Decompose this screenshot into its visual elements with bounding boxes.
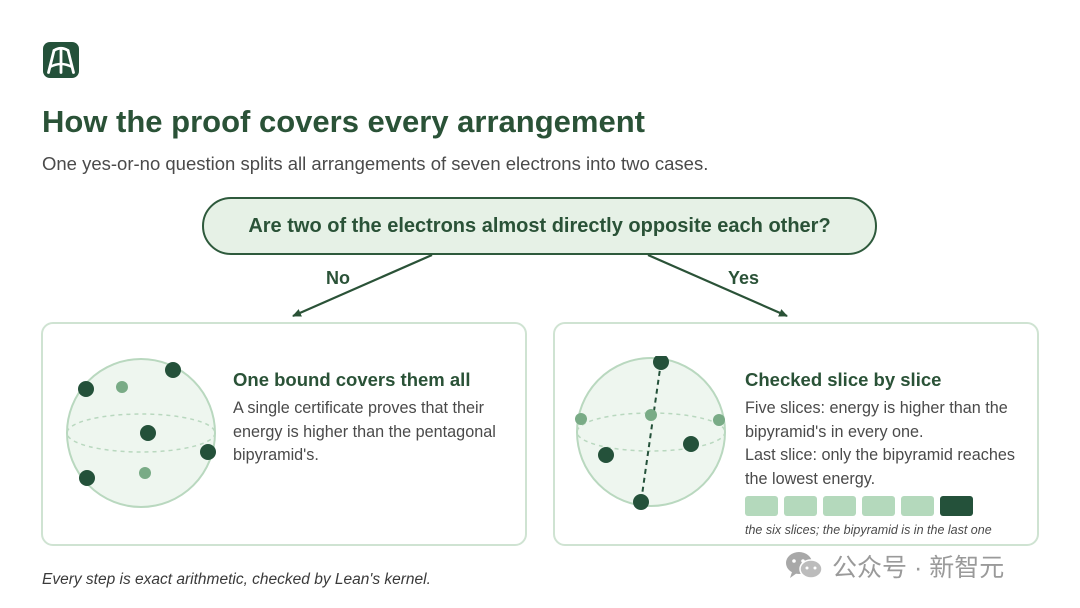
yes-case-text: Five slices: energy is higher than the b…: [745, 397, 1025, 491]
electron-dot: [78, 381, 94, 397]
slice-block: [784, 496, 817, 516]
no-branch-arrow: [292, 253, 433, 318]
electron-dot: [653, 356, 669, 370]
no-case-text: A single certificate proves that their e…: [233, 399, 496, 464]
no-branch-label: No: [326, 268, 350, 288]
electron-dot: [139, 467, 151, 479]
slice-block: [901, 496, 934, 516]
no-case-heading: One bound covers them all: [233, 369, 471, 390]
slice-block: [823, 496, 856, 516]
page-title: How the proof covers every arrangement: [42, 104, 645, 139]
electron-dot: [633, 494, 649, 510]
slice-block: [745, 496, 778, 516]
brand-logo-icon: [43, 42, 79, 78]
electron-dot: [79, 470, 95, 486]
electron-dot: [200, 444, 216, 460]
bipyramid-sphere-icon: [575, 356, 726, 510]
yes-branch-label: Yes: [728, 268, 760, 288]
slices-caption: the six slices; the bipyramid is in the …: [745, 523, 992, 537]
slice-block: [862, 496, 895, 516]
yes-case-heading: Checked slice by slice: [745, 369, 942, 390]
slices-row: [745, 496, 973, 516]
electron-dot: [140, 425, 156, 441]
footer-note: Every step is exact arithmetic, checked …: [42, 571, 431, 588]
slice-block-bipyramid: [940, 496, 973, 516]
question-box: Are two of the electrons almost directly…: [202, 197, 877, 255]
yes-case-text-last-slice: Last slice: only the bipyramid reaches t…: [745, 446, 1015, 488]
electron-dot: [165, 362, 181, 378]
electron-dot: [713, 414, 725, 426]
electron-dot: [598, 447, 614, 463]
electron-dot: [116, 381, 128, 393]
page-subtitle: One yes-or-no question splits all arrang…: [42, 153, 709, 174]
electron-dot: [645, 409, 657, 421]
yes-case-text-slices: Five slices: energy is higher than the b…: [745, 399, 1008, 441]
yes-branch-arrow: [647, 253, 788, 318]
watermark: 公众号 · 新智元: [784, 548, 1004, 584]
electron-dot: [575, 413, 587, 425]
spread-electrons-sphere-icon: [66, 358, 216, 508]
question-text: Are two of the electrons almost directly…: [248, 214, 831, 237]
watermark-text: 公众号 · 新智元: [832, 554, 1005, 582]
electron-dot: [683, 436, 699, 452]
wechat-icon: [786, 552, 823, 579]
